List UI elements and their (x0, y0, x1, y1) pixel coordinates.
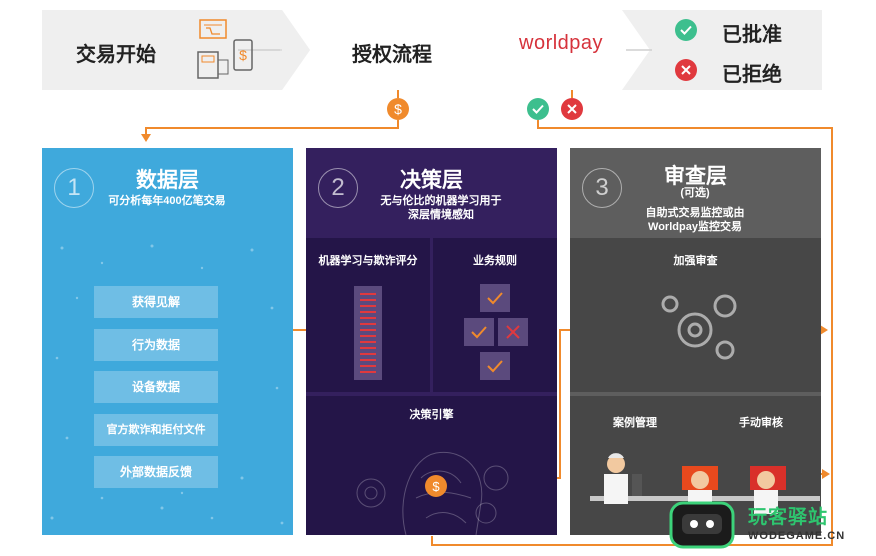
ml-label: 机器学习与欺诈评分 (318, 255, 418, 267)
data-layer-panel: 1 数据层 可分析每年400亿笔交易 获得见解 行为数据 设备数据 官方欺诈和拒… (42, 148, 293, 535)
review-layer-subtitle-2: Worldpay监控交易 (648, 221, 742, 233)
robot-icon (669, 501, 735, 549)
decision-layer-panel: 2 决策层 无与伦比的机器学习用于 深层情境感知 机器学习与欺诈评分 业务规则 … (306, 148, 557, 535)
data-layer-title: 数据层 (136, 169, 199, 192)
rules-label: 业务规则 (473, 255, 517, 267)
data-item-external: 外部数据反馈 (94, 456, 218, 488)
flow-chevrons (238, 10, 652, 90)
check-icon (464, 318, 494, 346)
approved-label: 已批准 (722, 24, 782, 46)
review-layer-title: 审查层 (664, 165, 727, 188)
decision-layer-subtitle-2: 深层情境感知 (408, 209, 474, 221)
svg-text:$: $ (432, 479, 440, 494)
svg-text:$: $ (239, 47, 247, 63)
data-item-device: 设备数据 (94, 371, 218, 403)
step-number: 3 (582, 168, 622, 208)
particle-texture (50, 244, 284, 525)
cross-icon (675, 59, 697, 81)
check-icon (675, 19, 697, 41)
enhanced-review-label: 加强审查 (673, 255, 718, 267)
check-icon (480, 352, 510, 380)
engine-section (306, 396, 557, 535)
review-layer-subtitle-1: 自助式交易监控或由 (645, 207, 745, 219)
authorization-process-label: 授权流程 (352, 44, 432, 66)
decision-layer-title: 决策层 (400, 169, 463, 192)
cross-icon (561, 98, 583, 120)
data-item-insights: 获得见解 (94, 286, 218, 318)
data-item-behavioral: 行为数据 (94, 329, 218, 361)
check-icon (527, 98, 549, 120)
case-management-label: 案例管理 (613, 417, 657, 429)
transaction-flow-bar: 交易开始 $ 授权流程 worldpay 已批准 已拒绝 (42, 10, 822, 90)
watermark-cn: 玩客驿站 (748, 507, 829, 528)
transaction-start-label: 交易开始 (76, 44, 156, 66)
watermark-en: WODEGAME.CN (748, 530, 846, 542)
step-number: 2 (318, 168, 358, 208)
gears-icon (661, 294, 737, 360)
data-layer-subtitle: 可分析每年400亿笔交易 (108, 195, 226, 207)
brain-icon: $ (356, 451, 509, 535)
data-item-fraud-files: 官方欺诈和拒付文件 (94, 414, 218, 446)
dollar-icon: $ (387, 98, 409, 120)
decision-engine-label: 决策引擎 (409, 409, 454, 421)
cross-icon (498, 318, 528, 346)
check-icon (480, 284, 510, 312)
declined-label: 已拒绝 (722, 64, 782, 86)
svg-text:$: $ (394, 101, 402, 117)
step-number: 1 (54, 168, 94, 208)
watermark: 玩客驿站 WODEGAME.CN (668, 498, 868, 552)
manual-review-label: 手动审核 (739, 417, 783, 429)
decision-layer-subtitle-1: 无与伦比的机器学习用于 (380, 195, 502, 207)
optional-label: (可选) (680, 187, 710, 199)
score-bar-icon (354, 286, 382, 380)
review-layer-panel: 3 审查层 (可选) 自助式交易监控或由 Worldpay监控交易 加强审查 案… (570, 148, 821, 535)
worldpay-logo: worldpay (519, 32, 604, 54)
store-icon: $ (197, 19, 253, 79)
